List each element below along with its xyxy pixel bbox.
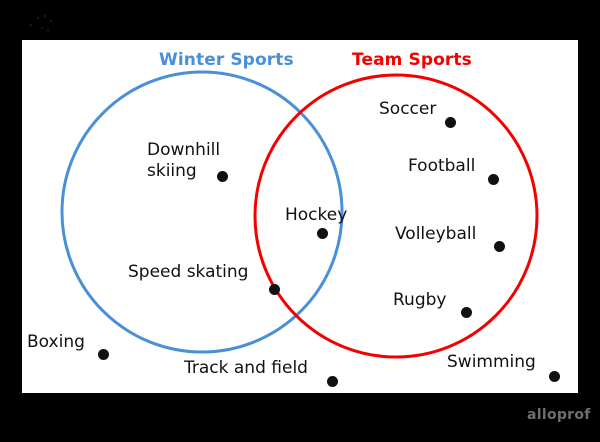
winter-sports-circle[interactable] bbox=[60, 70, 344, 354]
item-label-hockey: Hockey bbox=[285, 205, 348, 225]
item-dot-boxing[interactable] bbox=[97, 348, 109, 360]
item-label-speed-skating: Speed skating bbox=[128, 262, 249, 282]
item-label-rugby: Rugby bbox=[393, 290, 447, 310]
item-label-line: skiing bbox=[147, 161, 197, 182]
item-dot-volleyball[interactable] bbox=[493, 240, 505, 252]
set-title-team-sports: Team Sports bbox=[352, 50, 472, 70]
item-label-downhill-skiing: Downhill skiing bbox=[147, 140, 220, 183]
item-label-soccer: Soccer bbox=[379, 99, 437, 119]
item-dot-track-and-field[interactable] bbox=[326, 375, 338, 387]
item-dot-football[interactable] bbox=[487, 173, 499, 185]
item-label-line: Downhill bbox=[147, 140, 221, 160]
item-dot-soccer[interactable] bbox=[444, 116, 456, 128]
alloprof-watermark: alloprof bbox=[527, 407, 591, 423]
set-title-winter-sports: Winter Sports bbox=[159, 50, 294, 70]
corner-speckle-marks bbox=[28, 14, 58, 32]
item-label-track-and-field: Track and field bbox=[184, 358, 308, 378]
item-dot-rugby[interactable] bbox=[460, 306, 472, 318]
item-label-football: Football bbox=[408, 156, 476, 176]
team-sports-circle[interactable] bbox=[253, 73, 539, 359]
item-dot-speed-skating[interactable] bbox=[268, 283, 280, 295]
item-label-swimming: Swimming bbox=[447, 352, 536, 372]
item-dot-hockey[interactable] bbox=[316, 227, 328, 239]
venn-diagram-card: Winter Sports Team Sports Downhill skiin… bbox=[22, 40, 578, 393]
venn-circles-svg bbox=[60, 70, 539, 359]
item-dot-downhill-skiing[interactable] bbox=[216, 170, 228, 182]
item-label-boxing: Boxing bbox=[27, 332, 85, 352]
item-label-volleyball: Volleyball bbox=[395, 224, 477, 244]
item-dot-swimming[interactable] bbox=[548, 370, 560, 382]
